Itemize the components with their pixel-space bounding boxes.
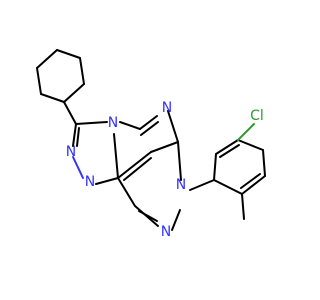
chloro-bond (237, 123, 255, 141)
atom-label-n-triazole-left-2: N (85, 174, 95, 190)
atom-label-n-triazole-left-1: N (66, 144, 76, 160)
cyclohexyl-link-bond (63, 101, 77, 125)
pyrazole-ring (117, 141, 182, 231)
triazole-ring (72, 121, 119, 185)
atom-label-n-triazole-top: N (108, 115, 118, 131)
atom-label-n-pyrazole-n1: N (176, 177, 186, 193)
atom-label-n-pyrazole-n2: N (161, 224, 171, 240)
methyl-bond (241, 193, 245, 220)
chloromethylphenyl-ring (213, 139, 266, 195)
cyclohexyl-ring (36, 49, 85, 103)
chemical-structure: N N N N N N Cl (36, 49, 266, 240)
atom-label-cl-substituent: Cl (250, 108, 264, 124)
pyrimidine-ring (117, 110, 179, 181)
atom-label-n-pyrimidine-right: N (162, 100, 172, 116)
aryl-link-bond (189, 179, 215, 191)
